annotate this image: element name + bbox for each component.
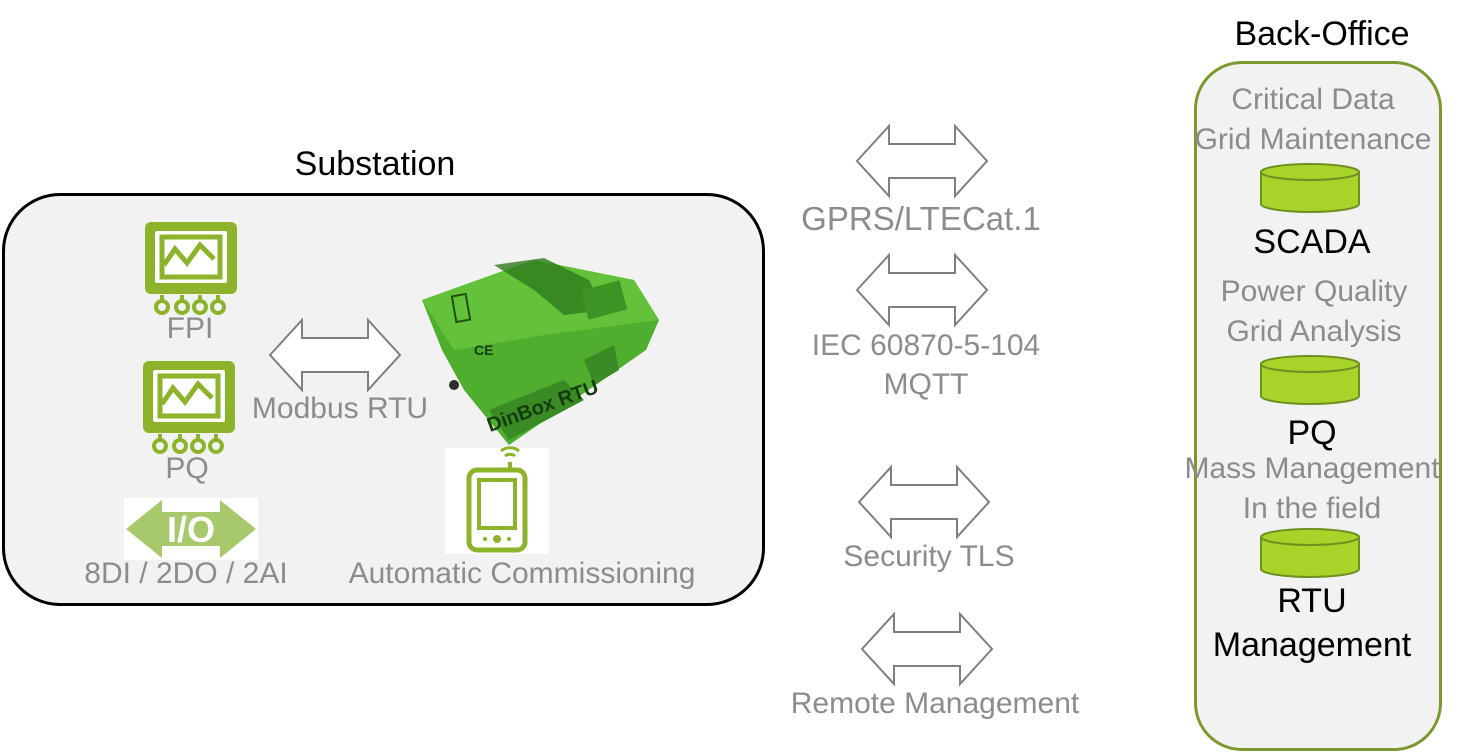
fpi-label: FPI <box>166 312 214 345</box>
io-arrow-icon <box>124 498 258 560</box>
link-gprs-label: GPRS/LTECat.1 <box>801 200 1041 237</box>
pq-desc-line2: Grid Analysis <box>1226 315 1402 348</box>
backoffice-title: Back-Office <box>1234 15 1410 53</box>
meter-icon <box>145 222 237 315</box>
double-arrow-icon <box>857 464 991 540</box>
smartphone-icon <box>445 446 549 554</box>
io-label: 8DI / 2DO / 2AI <box>84 557 288 590</box>
double-arrow-icon <box>268 317 402 393</box>
link-remote-label: Remote Management <box>790 687 1080 720</box>
meter-icon <box>143 361 235 454</box>
double-arrow-icon <box>860 611 994 687</box>
io-icon-text: I/O <box>166 509 216 550</box>
pq-device-label: PQ <box>165 452 209 485</box>
scada-desc-line2: Grid Maintenance <box>1194 123 1432 156</box>
database-icon <box>1260 528 1360 578</box>
rtu-name-line2: Management <box>1212 626 1412 664</box>
double-arrow-icon <box>855 123 989 199</box>
double-arrow-icon <box>855 252 989 328</box>
scada-desc-line1: Critical Data <box>1231 83 1395 116</box>
link-tls-label: Security TLS <box>843 540 1015 573</box>
modbus-label: Modbus RTU <box>251 392 429 425</box>
database-icon <box>1260 163 1360 213</box>
substation-title: Substation <box>294 145 456 183</box>
pq-system-name: PQ <box>1287 414 1337 452</box>
link-mqtt-label: MQTT <box>883 368 969 401</box>
ce-mark: CE <box>474 342 493 358</box>
pq-desc-line1: Power Quality <box>1220 275 1408 308</box>
rtu-device-image: DinBox RTU CE <box>422 258 659 445</box>
database-icon <box>1260 355 1360 405</box>
scada-name: SCADA <box>1253 223 1371 261</box>
link-iec-label: IEC 60870-5-104 <box>811 329 1041 362</box>
rtu-name-line1: RTU <box>1277 582 1347 620</box>
commissioning-label: Automatic Commissioning <box>348 557 696 590</box>
rtu-desc-line2: In the field <box>1242 492 1382 525</box>
rtu-desc-line1: Mass Management <box>1184 452 1440 485</box>
